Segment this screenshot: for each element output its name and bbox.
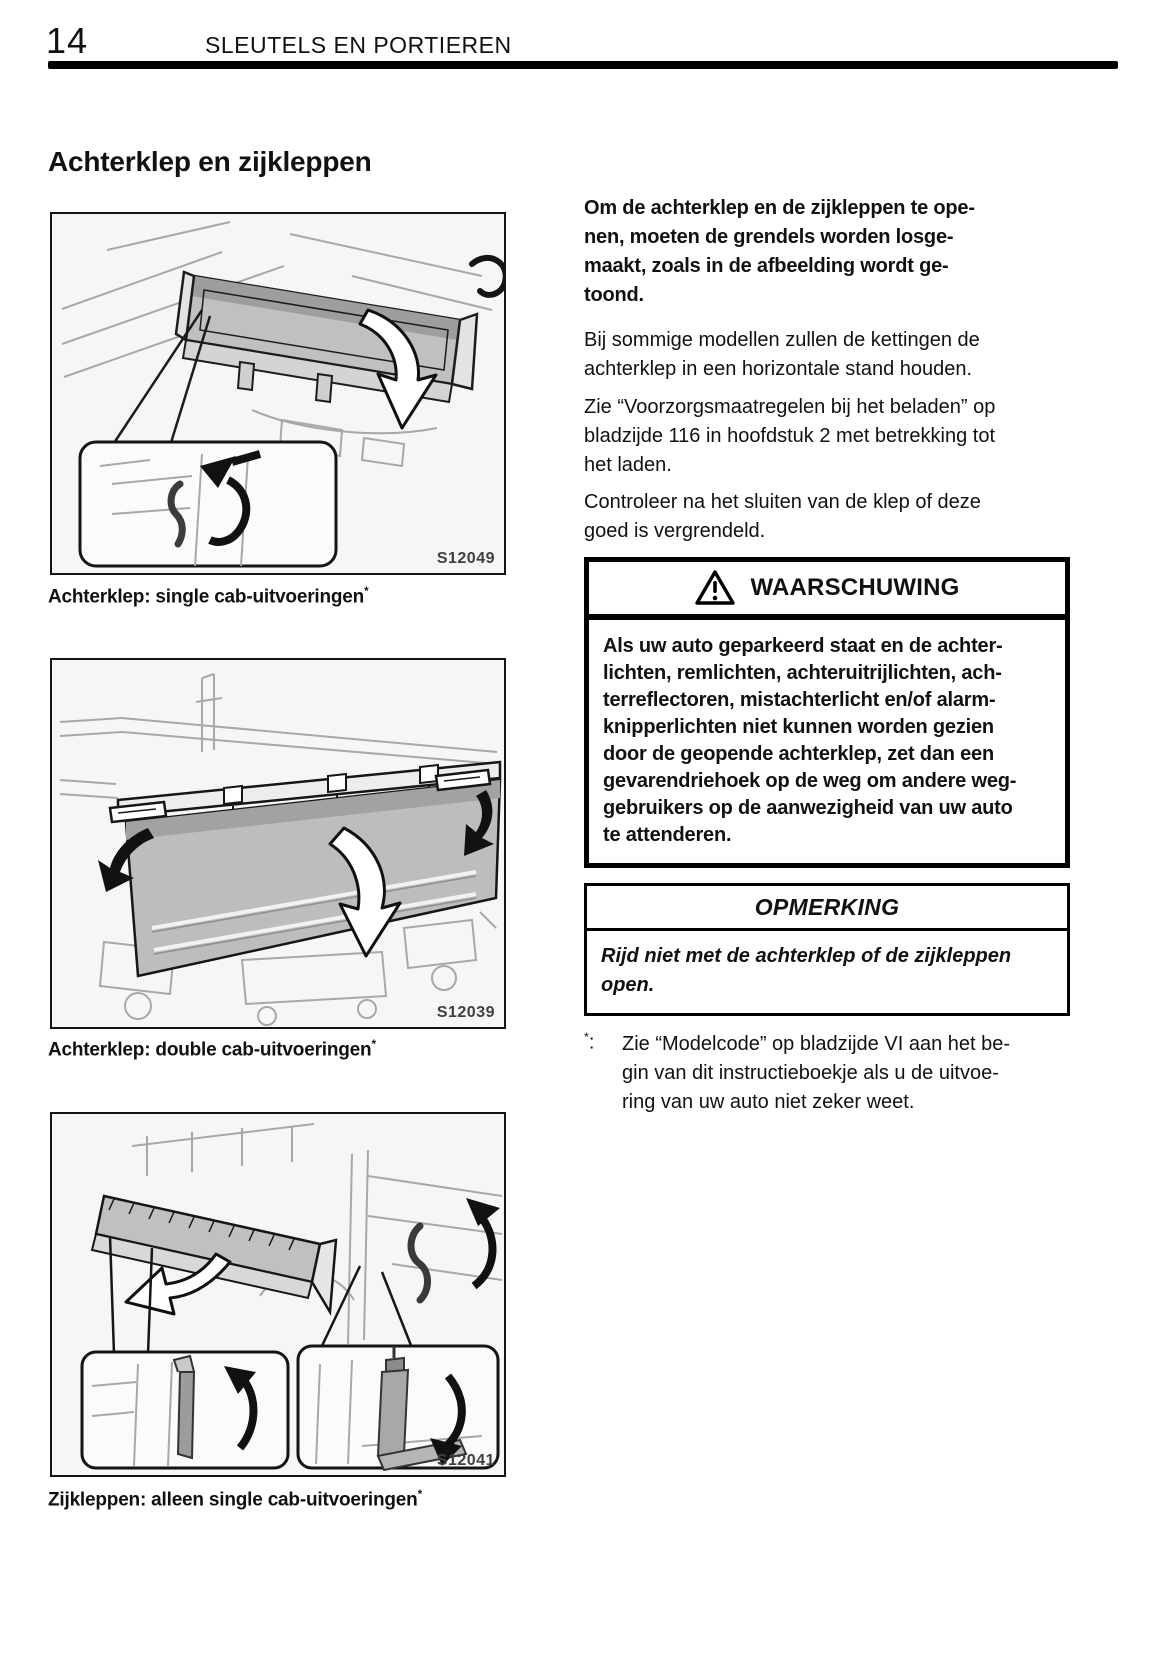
- latch-lever: [176, 1371, 196, 1460]
- figure-tailgate-single-cab: S12049: [50, 212, 506, 575]
- paragraph-reference: Zie “Voorzorgsmaatregelen bij het belade…: [584, 396, 996, 476]
- note-header: OPMERKING: [587, 886, 1067, 931]
- footnote-marker: *:: [584, 1030, 595, 1054]
- page-number: 14: [46, 20, 89, 61]
- note-title: OPMERKING: [754, 893, 900, 920]
- left-unlock-arrow: [98, 828, 154, 892]
- unlock-arrow: [224, 1366, 258, 1451]
- unlock-arrow: [430, 1373, 466, 1466]
- footnote-text: Zie “Modelcode” op bladzijde VI aan het …: [622, 1033, 1011, 1113]
- open-direction-arrow: [328, 826, 402, 958]
- rear-latch-handle: [407, 1222, 431, 1304]
- left-latch: [108, 800, 168, 824]
- bed-structure-lines: [61, 221, 493, 468]
- warning-box: WAARSCHUWING Als uw auto geparkeerd staa…: [584, 557, 1070, 868]
- tailgate-single-cab-illustration: [61, 221, 504, 568]
- figure-caption-3: Zijkleppen: alleen single cab-uitvoering…: [48, 1488, 422, 1511]
- figure-code: S12049: [436, 550, 495, 567]
- note-body: Rijd niet met de achterklep of de zijkle…: [601, 945, 1012, 996]
- figure-caption-2: Achterklep: double cab-uitvoeringen*: [48, 1038, 376, 1061]
- tailgate-panel: [124, 778, 502, 978]
- unlock-arrow: [200, 450, 262, 546]
- header-rule: [48, 61, 1118, 69]
- chapter-title: SLEUTELS EN PORTIEREN: [205, 32, 512, 58]
- chain-hook: [469, 255, 504, 298]
- warning-header: WAARSCHUWING: [589, 562, 1065, 620]
- callout-pointers: [108, 1235, 414, 1355]
- latch-detail-inset: [78, 440, 338, 568]
- tailgate-double-cab-illustration: [59, 673, 502, 1026]
- rear-lever-inset: [296, 1344, 500, 1472]
- warning-triangle-icon: [695, 570, 736, 605]
- footnote: *: Zie “Modelcode” op bladzijde VI aan h…: [584, 1030, 1062, 1117]
- figure-code: S12041: [436, 1452, 495, 1469]
- figure-tailgate-double-cab: S12039: [50, 658, 506, 1029]
- paragraph-chains: Bij sommige modellen zullen de kettingen…: [584, 329, 980, 380]
- lever-body: [376, 1368, 410, 1458]
- side-flaps-illustration: [80, 1123, 503, 1472]
- lead-paragraph: Om de achterklep en de zijkleppen te ope…: [584, 197, 975, 306]
- rear-unlock-arrow: [466, 1198, 500, 1290]
- bed-structure-lines: [59, 673, 498, 1026]
- figure-caption-1: Achterklep: single cab-uitvoeringen*: [48, 585, 369, 608]
- latch-handle: [167, 480, 186, 548]
- warning-title: WAARSCHUWING: [750, 574, 960, 601]
- warning-body: Als uw auto geparkeerd staat en de achte…: [603, 635, 1017, 846]
- open-direction-arrow: [358, 308, 438, 430]
- right-unlock-arrow: [464, 790, 494, 856]
- note-box: OPMERKING Rijd niet met de achterklep of…: [584, 883, 1070, 1016]
- side-flap-panel: [90, 1194, 338, 1316]
- right-latch: [434, 768, 492, 792]
- latch-pivot: [172, 1354, 195, 1373]
- front-latch-inset: [80, 1350, 290, 1470]
- figure-code: S12039: [436, 1004, 495, 1021]
- callout-pointer: [110, 309, 212, 447]
- section-title: Achterklep en zijkleppen: [48, 146, 372, 177]
- paragraph-check: Controleer na het sluiten van de klep of…: [584, 491, 981, 542]
- open-direction-arrow: [124, 1252, 232, 1316]
- figure-side-flaps: S12041: [50, 1112, 506, 1477]
